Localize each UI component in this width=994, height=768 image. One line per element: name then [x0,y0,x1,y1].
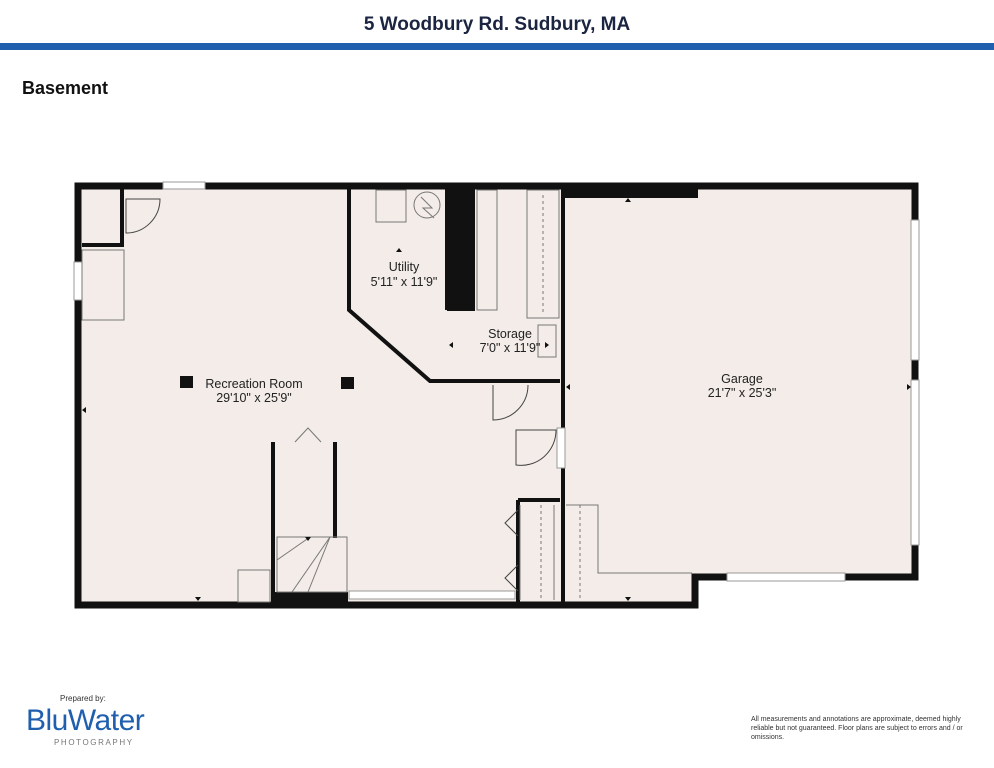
page-title: 5 Woodbury Rd. Sudbury, MA [363,14,631,35]
wall-markers [82,198,911,601]
room-dims-utility: 5'11" x 11'9" [371,275,438,289]
company-logo-subtitle: PHOTOGRAPHY [54,738,134,747]
room-name-recreation: Recreation Room [205,377,302,391]
doors [125,198,557,592]
room-dims-recreation: 29'10" x 25'9" [216,391,292,405]
fixtures [81,189,692,603]
floor-fill [78,186,915,605]
structural-blocks [180,186,698,604]
header-accent-bar [0,43,994,50]
outer-walls [74,182,919,609]
company-logo: BluWater [26,704,145,737]
room-name-utility: Utility [389,260,420,274]
prepared-by-label: Prepared by: [60,694,106,703]
disclaimer-text: All measurements and annotations are app… [751,716,963,741]
windows [73,181,920,600]
floor-label: Basement [22,78,109,98]
room-name-garage: Garage [721,372,763,386]
room-dims-garage: 21'7" x 25'3" [708,386,777,400]
room-dims-storage: 7'0" x 11'9" [480,341,541,355]
room-name-storage: Storage [488,327,532,341]
